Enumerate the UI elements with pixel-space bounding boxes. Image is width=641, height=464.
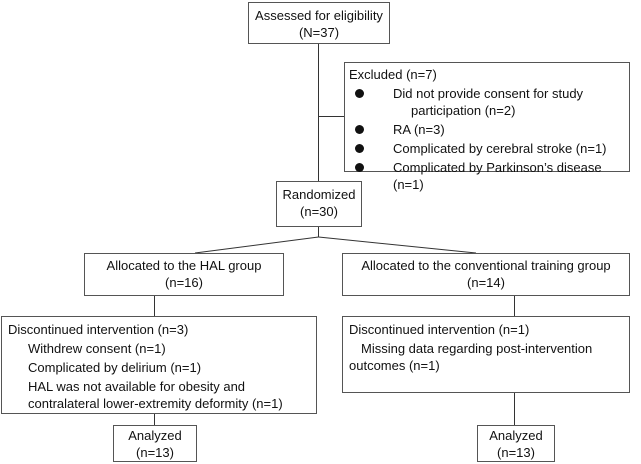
hal-discontinued-reason: Withdrew consent (n=1) [28, 341, 166, 356]
hal-analyzed-box: Analyzed (n=13) [113, 425, 197, 462]
excluded-box: Excluded (n=7) Did not provide consent f… [344, 62, 630, 192]
conv-analyzed-count: (n=13) [497, 445, 535, 460]
hal-discontinued-reason: HAL was not available for obesity and [28, 379, 246, 394]
conv-alloc-count: (n=14) [467, 275, 505, 290]
bullet-icon [355, 163, 364, 172]
conv-analyzed-label: Analyzed [489, 428, 543, 443]
branch-line-hal [194, 236, 319, 254]
conv-discontinued-reason: Missing data regarding post-intervention [361, 341, 593, 356]
hal-discontinued-reason: Complicated by delirium (n=1) [28, 360, 202, 375]
excluded-item: Did not provide consent for study partic… [349, 85, 629, 119]
randomized-label: Randomized [282, 187, 356, 202]
hal-discontinued-box: Discontinued intervention (n=3) Withdrew… [1, 316, 317, 414]
conv-discontinued-reason-cont: outcomes (n=1) [349, 358, 440, 373]
connector-hal-discontinued-to-analyzed [154, 414, 155, 425]
connector-randomized-down [318, 227, 319, 237]
randomized-count: (n=30) [300, 204, 338, 219]
bullet-icon [355, 125, 364, 134]
assessed-label: Assessed for eligibility [255, 8, 383, 23]
excluded-item-text-cont: participation (n=2) [411, 103, 516, 118]
bullet-icon [355, 144, 364, 153]
conv-discontinued-box: Discontinued intervention (n=1) Missing … [342, 316, 630, 393]
conv-analyzed-box: Analyzed (n=13) [477, 425, 555, 462]
conv-discontinued-title: Discontinued intervention (n=1) [349, 322, 530, 337]
connector-to-excluded [318, 116, 344, 117]
hal-analyzed-count: (n=13) [136, 445, 174, 460]
hal-alloc-label: Allocated to the HAL group [106, 258, 262, 273]
connector-hal-alloc-to-discontinued [154, 296, 155, 316]
hal-alloc-box: Allocated to the HAL group (n=16) [84, 253, 284, 296]
hal-discontinued-reason-cont: contralateral lower-extremity deformity … [28, 396, 283, 411]
excluded-item-text: Complicated by Parkinson’s disease (n=1) [393, 160, 602, 192]
hal-discontinued-title: Discontinued intervention (n=3) [8, 322, 189, 337]
excluded-item: Complicated by Parkinson’s disease (n=1) [349, 159, 629, 193]
excluded-item: Complicated by cerebral stroke (n=1) [349, 140, 629, 157]
branch-line-conventional [318, 236, 477, 254]
assessed-box: Assessed for eligibility (N=37) [248, 2, 390, 44]
excluded-item-text: Did not provide consent for study [393, 86, 584, 101]
connector-assessed-to-randomized [318, 44, 319, 181]
assessed-count: (N=37) [298, 25, 340, 40]
hal-alloc-count: (n=16) [165, 275, 203, 290]
randomized-box: Randomized (n=30) [276, 181, 362, 227]
conv-alloc-box: Allocated to the conventional training g… [342, 253, 630, 296]
connector-conv-alloc-to-discontinued [514, 296, 515, 316]
conv-alloc-label: Allocated to the conventional training g… [361, 258, 611, 273]
excluded-title: Excluded (n=7) [349, 67, 437, 82]
connector-conv-discontinued-to-analyzed [514, 393, 515, 425]
excluded-item-text: RA (n=3) [393, 122, 445, 137]
excluded-item-text: Complicated by cerebral stroke (n=1) [393, 141, 607, 156]
hal-analyzed-label: Analyzed [128, 428, 182, 443]
excluded-item: RA (n=3) [349, 121, 629, 138]
bullet-icon [355, 89, 364, 98]
